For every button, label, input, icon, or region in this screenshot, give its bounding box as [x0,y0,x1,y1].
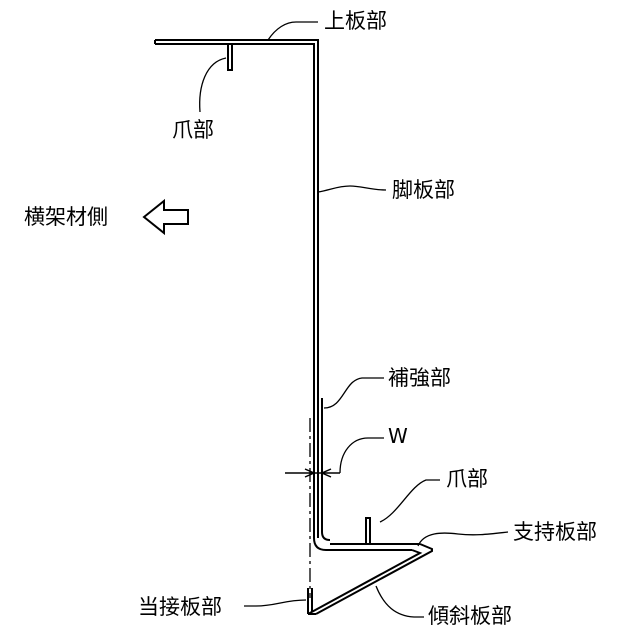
leader-claw-bottom [380,480,440,522]
claw-top-shape [228,44,232,70]
contact-plate-shape [308,588,312,614]
leader-upper-plate [268,22,318,40]
leader-reinforcement [324,378,384,408]
leader-leg-plate [318,186,386,192]
label-upper-plate: 上板部 [324,9,387,33]
leader-contact-plate [244,600,306,606]
label-contact-plate: 当接板部 [138,595,222,619]
label-cross-frame-side: 横架材側 [24,205,108,229]
label-inclined-plate: 傾斜板部 [428,604,512,628]
inclined-plate-shape [308,544,432,614]
left-outline-arrow-icon [144,201,188,233]
leader-inclined-plate [376,586,424,617]
claw-bottom-shape [366,518,370,544]
label-claw-bottom: 爪部 [446,467,488,491]
label-support-plate: 支持板部 [513,520,597,544]
label-claw-top: 爪部 [172,118,214,142]
leader-width [340,438,384,473]
label-width-w: W [388,424,408,448]
label-reinforcement: 補強部 [388,366,451,390]
label-leg-plate: 脚板部 [392,178,455,202]
reinforcement-shape [322,398,330,540]
leader-claw-top [200,58,226,112]
upper-plate-shape [155,40,318,538]
leader-support-plate [418,532,508,546]
width-dimension [285,469,340,477]
